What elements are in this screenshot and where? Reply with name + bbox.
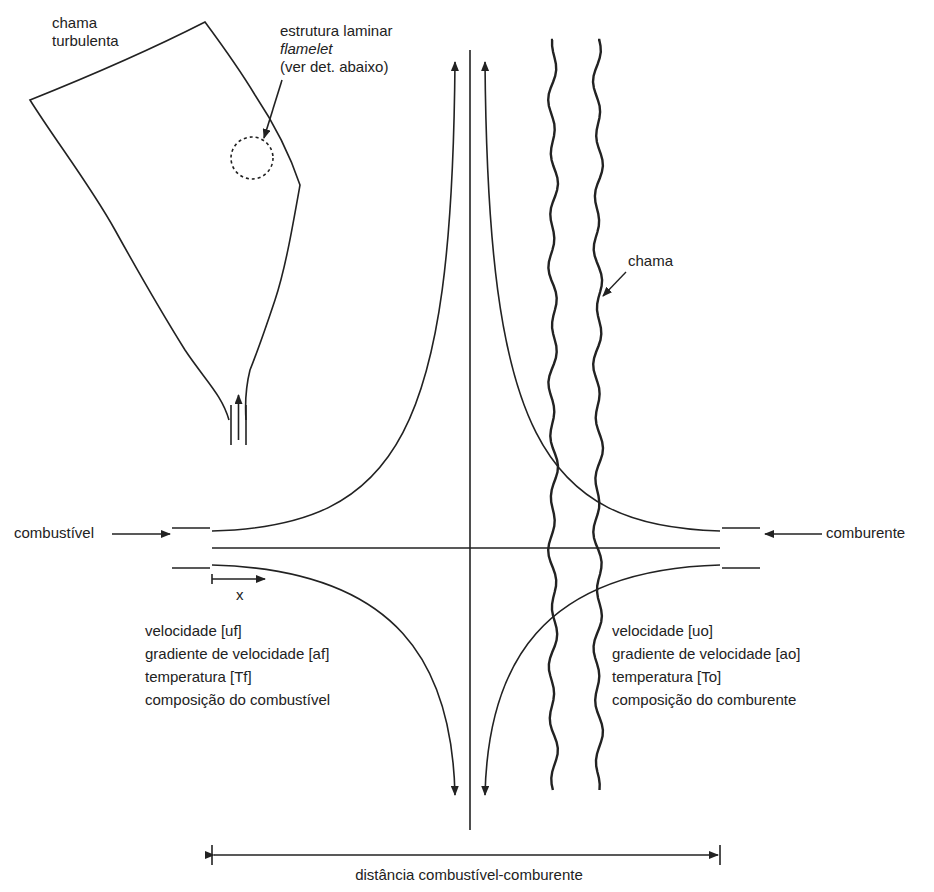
x-arrow bbox=[212, 578, 265, 580]
fuel-condition: composição do combustível bbox=[145, 691, 330, 709]
leader-line bbox=[603, 272, 626, 296]
flamelet-label: estrutura laminar bbox=[280, 22, 393, 40]
nozzle-wall bbox=[230, 405, 232, 445]
flame-label: chama bbox=[628, 252, 673, 270]
oxidizer-label: comburente bbox=[826, 524, 905, 542]
flamelet-label: flamelet bbox=[280, 40, 333, 58]
inflow-arrow bbox=[765, 533, 822, 535]
turbulent-flame-outline bbox=[30, 22, 300, 420]
dimension-tick bbox=[211, 845, 213, 865]
jet-arrow bbox=[238, 395, 240, 440]
flamelet-label: (ver det. abaixo) bbox=[280, 58, 388, 76]
dimension-label: distância combustível-comburente bbox=[352, 866, 586, 884]
nozzle-wall bbox=[722, 527, 760, 529]
streamline bbox=[485, 62, 720, 531]
oxidizer-condition: velocidade [uo] bbox=[612, 622, 713, 640]
oxidizer-condition: composição do comburente bbox=[612, 691, 796, 709]
flame-sheet bbox=[593, 40, 603, 790]
fuel-condition: temperatura [Tf] bbox=[145, 668, 252, 686]
oxidizer-condition: gradiente de velocidade [ao] bbox=[612, 645, 800, 663]
fuel-label: combustível bbox=[14, 524, 94, 542]
leader-line bbox=[264, 80, 282, 138]
dimension-line bbox=[214, 854, 718, 856]
coordinate-label: x bbox=[236, 586, 244, 604]
streamline bbox=[212, 62, 455, 531]
inflow-arrow bbox=[112, 533, 170, 535]
nozzle-wall bbox=[722, 567, 760, 569]
flame-label: chama turbulenta bbox=[52, 14, 132, 50]
fuel-condition: gradiente de velocidade [af] bbox=[145, 645, 329, 663]
symmetry-axis bbox=[469, 50, 471, 830]
nozzle-wall bbox=[172, 527, 210, 529]
oxidizer-condition: temperatura [To] bbox=[612, 668, 721, 686]
flow-axis bbox=[212, 547, 720, 549]
nozzle-wall bbox=[245, 405, 247, 445]
flamelet-circle bbox=[231, 137, 273, 179]
flame-sheet bbox=[548, 40, 558, 790]
nozzle-wall bbox=[172, 567, 210, 569]
fuel-condition: velocidade [uf] bbox=[145, 622, 242, 640]
dimension-tick bbox=[719, 845, 721, 865]
